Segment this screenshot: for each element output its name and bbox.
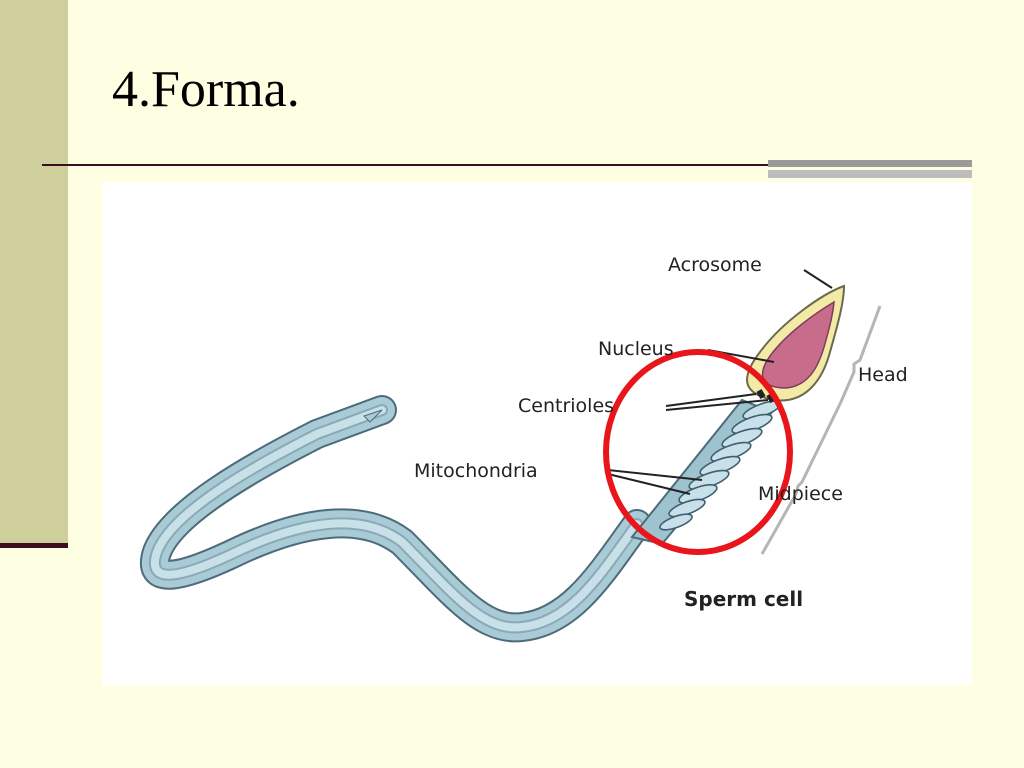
nucleus-shape [761,300,835,389]
label-nucleus: Nucleus [598,338,674,360]
left-decor-bar [0,0,68,548]
mitochondria-coils [659,400,782,531]
label-braces [760,305,882,555]
caption-sperm-cell: Sperm cell [684,587,803,611]
slide-title: 4.Forma. [112,61,300,118]
head [746,284,846,403]
label-centrioles: Centrioles [518,395,614,417]
label-acrosome: Acrosome [668,254,762,276]
label-head: Head [858,364,908,386]
title-rule [42,164,972,166]
title-rule-accent [768,160,972,178]
midpiece [630,398,782,546]
label-midpiece: Midpiece [758,483,843,505]
left-decor-line [0,543,68,548]
tail [139,395,652,643]
highlight-circle [603,349,793,555]
label-mitochondria: Mitochondria [414,460,538,482]
sperm-cell-diagram: Acrosome Nucleus Centrioles Mitochondria… [139,254,908,643]
leader-lines [607,269,833,495]
sperm-cell-figure: Acrosome Nucleus Centrioles Mitochondria… [102,182,972,685]
